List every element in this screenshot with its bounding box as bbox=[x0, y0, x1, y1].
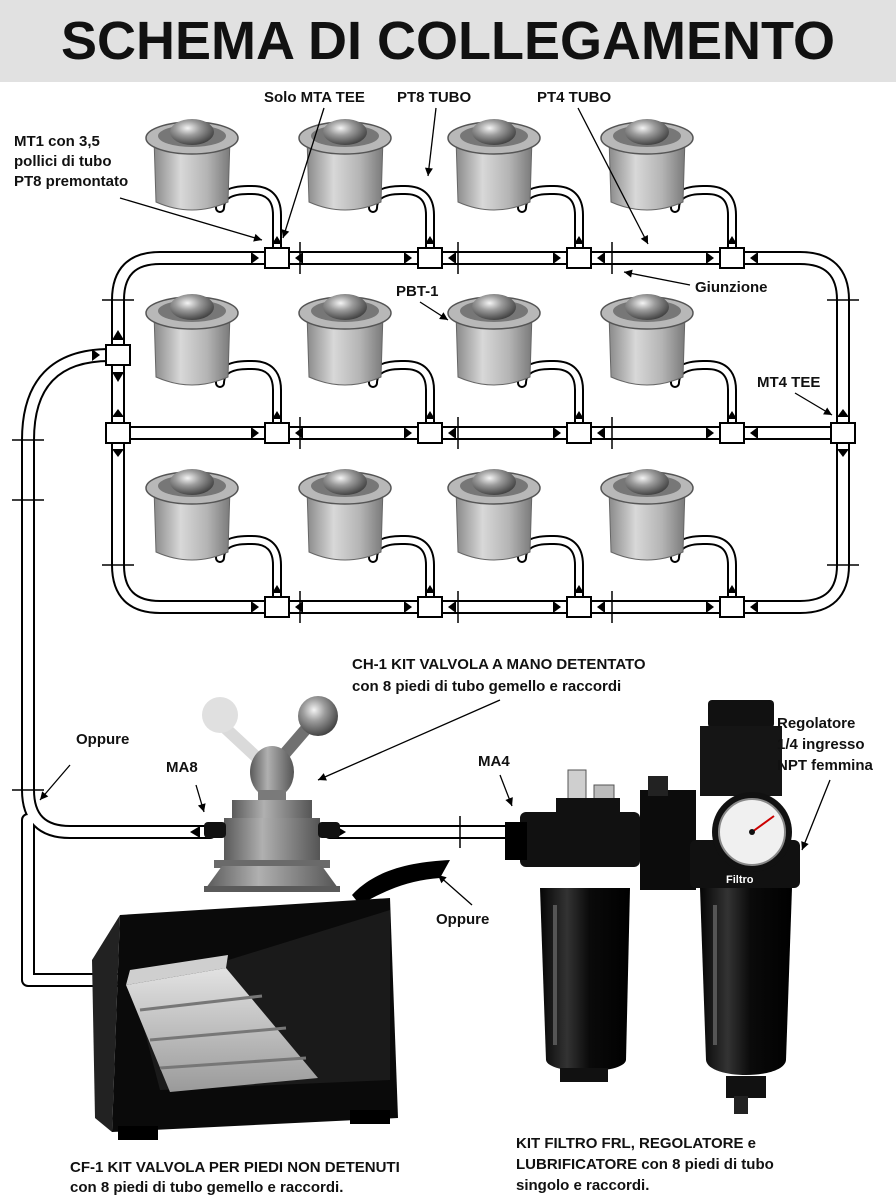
flow-arrow-icon bbox=[112, 409, 124, 417]
ball-transfer-unit-icon bbox=[298, 469, 392, 561]
flow-arrow-icon bbox=[92, 349, 100, 361]
label-cf1-line1: CF-1 KIT VALVOLA PER PIEDI NON DETENUTI bbox=[70, 1159, 400, 1176]
flow-arrow-icon bbox=[706, 601, 714, 613]
flow-arrow-icon bbox=[404, 427, 412, 439]
label-pt4-tubo: PT4 TUBO bbox=[537, 89, 612, 106]
flow-arrow-icon bbox=[448, 252, 456, 264]
tee-fitting-icon bbox=[264, 411, 290, 444]
flow-arrow-icon bbox=[295, 601, 303, 613]
flow-arrow-icon bbox=[251, 601, 259, 613]
ball-transfer-unit-icon bbox=[447, 294, 541, 386]
tee-fitting-icon bbox=[566, 585, 592, 618]
frl-unit-icon bbox=[505, 700, 800, 1114]
flow-arrow-icon bbox=[706, 252, 714, 264]
label-cf1-line2: con 8 piedi di tubo gemello e raccordi. bbox=[70, 1179, 344, 1196]
flow-arrow-icon bbox=[750, 427, 758, 439]
label-ch1-line1: CH-1 KIT VALVOLA A MANO DETENTATO bbox=[352, 656, 646, 673]
tee-fitting-icon bbox=[264, 236, 290, 269]
flow-arrow-icon bbox=[750, 601, 758, 613]
flow-arrow-icon bbox=[448, 427, 456, 439]
flow-arrow-icon bbox=[553, 252, 561, 264]
flow-arrow-icon bbox=[295, 427, 303, 439]
ball-transfer-unit-icon bbox=[447, 469, 541, 561]
label-ma4: MA4 bbox=[478, 753, 510, 770]
tee-fitting-icon bbox=[719, 585, 745, 618]
flow-arrow-icon bbox=[837, 409, 849, 417]
ball-transfer-unit-icon bbox=[600, 469, 694, 561]
flow-arrow-icon bbox=[706, 427, 714, 439]
ball-transfer-unit-icon bbox=[145, 294, 239, 386]
label-giunzione: Giunzione bbox=[695, 279, 768, 296]
flow-arrow-icon bbox=[295, 252, 303, 264]
label-frl-line3: singolo e raccordi. bbox=[516, 1177, 650, 1194]
flow-arrow-icon bbox=[404, 601, 412, 613]
tee-fitting-icon bbox=[417, 411, 443, 444]
tee-fitting-icon bbox=[719, 236, 745, 269]
tee-fitting-icon bbox=[830, 422, 856, 444]
flow-arrow-icon bbox=[597, 427, 605, 439]
label-filtro: Filtro bbox=[726, 874, 754, 886]
flow-arrow-icon bbox=[448, 601, 456, 613]
ball-transfer-unit-icon bbox=[600, 119, 694, 211]
label-regolatore-line3: NPT femmina bbox=[777, 757, 873, 774]
flow-arrow-icon bbox=[750, 252, 758, 264]
label-ma8: MA8 bbox=[166, 759, 198, 776]
ball-transfer-unit-icon bbox=[447, 119, 541, 211]
tee-fitting-icon bbox=[719, 411, 745, 444]
ball-transfer-unit-icon bbox=[145, 469, 239, 561]
flow-arrow-icon bbox=[251, 427, 259, 439]
label-oppure-2: Oppure bbox=[436, 911, 490, 928]
tee-fitting-icon bbox=[105, 422, 131, 444]
ball-transfer-unit-icon bbox=[298, 294, 392, 386]
flow-arrow-icon bbox=[251, 252, 259, 264]
label-mta-tee: Solo MTA TEE bbox=[264, 89, 365, 106]
hand-valve-icon bbox=[202, 696, 340, 892]
foot-pedal-icon bbox=[92, 860, 450, 1140]
label-frl-line2: LUBRIFICATORE con 8 piedi di tubo bbox=[516, 1156, 774, 1173]
label-regolatore-line1: Regolatore bbox=[777, 715, 856, 732]
tee-fitting-icon bbox=[417, 585, 443, 618]
header-bar bbox=[0, 0, 896, 82]
label-ch1-line2: con 8 piedi di tubo gemello e raccordi bbox=[352, 678, 622, 695]
flow-arrow-icon bbox=[553, 427, 561, 439]
label-pbt1: PBT-1 bbox=[396, 283, 439, 300]
tee-fitting-icon bbox=[566, 411, 592, 444]
flow-arrow-icon bbox=[837, 449, 849, 457]
label-regolatore-line2: 1/4 ingresso bbox=[777, 736, 865, 753]
tee-fitting-icon bbox=[566, 236, 592, 269]
tee-fitting-icon bbox=[105, 344, 131, 366]
flow-arrow-icon bbox=[597, 601, 605, 613]
page-title: SCHEMA DI COLLEGAMENTO bbox=[60, 11, 835, 71]
flow-arrow-icon bbox=[190, 826, 200, 838]
ball-transfer-unit-icon bbox=[145, 119, 239, 211]
flow-arrow-icon bbox=[597, 252, 605, 264]
label-mt4-tee: MT4 TEE bbox=[757, 374, 821, 391]
ball-transfer-unit-icon bbox=[600, 294, 694, 386]
flow-arrow-icon bbox=[404, 252, 412, 264]
label-mt1-line3: PT8 premontato bbox=[14, 173, 129, 190]
flow-arrow-icon bbox=[553, 601, 561, 613]
label-pt8-tubo: PT8 TUBO bbox=[397, 89, 472, 106]
label-mt1-line1: MT1 con 3,5 bbox=[14, 133, 100, 150]
label-mt1-line2: pollici di tubo bbox=[14, 153, 112, 170]
flow-arrow-icon bbox=[112, 330, 124, 340]
flow-arrow-icon bbox=[112, 372, 124, 382]
label-oppure-1: Oppure bbox=[76, 731, 130, 748]
pressure-gauge-icon bbox=[712, 792, 792, 872]
tee-fitting-icon bbox=[264, 585, 290, 618]
ball-transfer-unit-icon bbox=[298, 119, 392, 211]
label-frl-line1: KIT FILTRO FRL, REGOLATORE e bbox=[516, 1135, 756, 1152]
label-lubrificatore: Lubrificatore bbox=[555, 874, 623, 886]
tee-fitting-icon bbox=[417, 236, 443, 269]
flow-arrow-icon bbox=[112, 449, 124, 457]
